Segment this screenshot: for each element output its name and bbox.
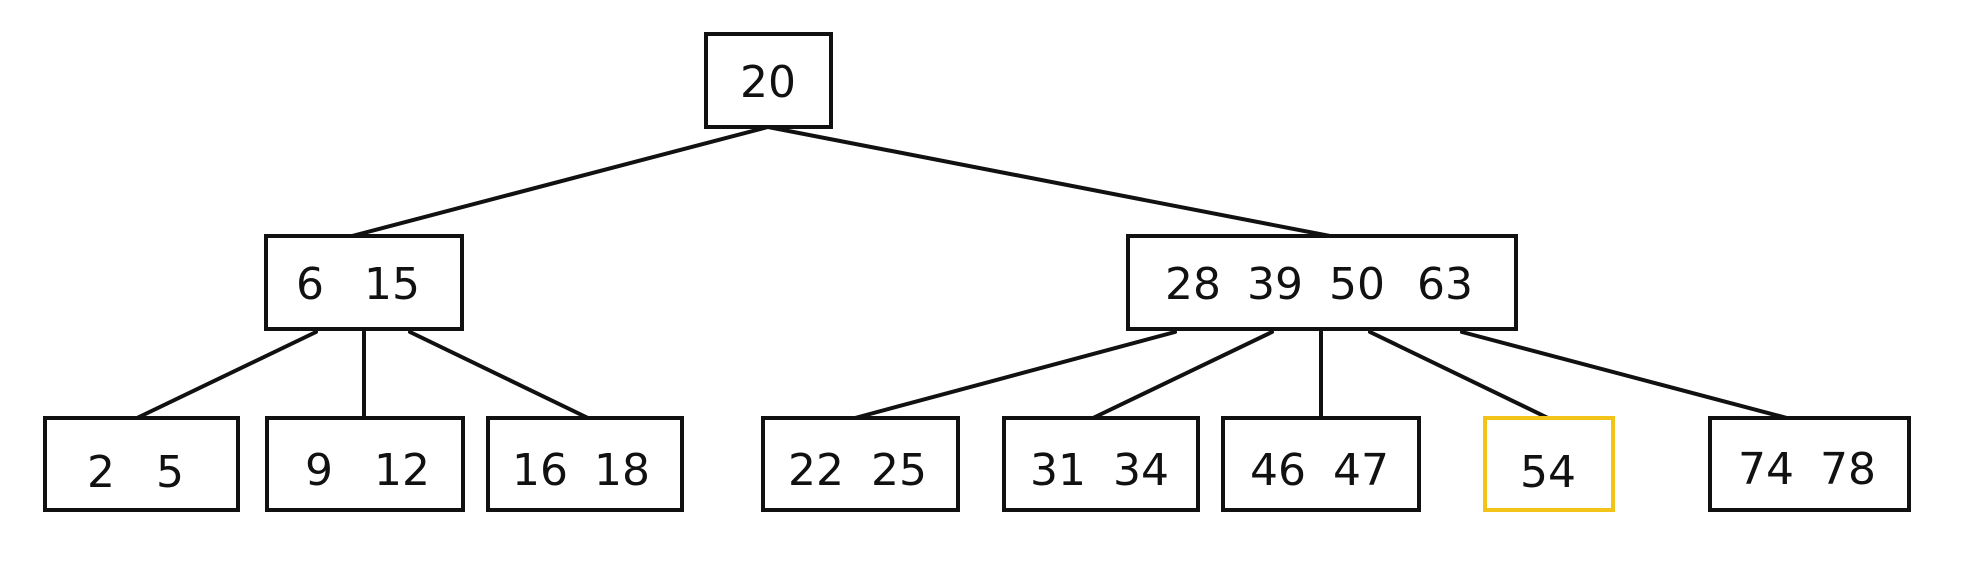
node-key: 34 — [1113, 445, 1169, 496]
edge-root-to-left — [350, 125, 770, 238]
root-key: 20 — [740, 57, 796, 108]
edges — [135, 125, 1789, 420]
leaf-node: 22 25 — [761, 416, 960, 512]
node-key: 25 — [871, 445, 927, 496]
node-key: 39 — [1247, 259, 1303, 310]
leaf-node-box — [486, 416, 684, 512]
leaf-node-box-highlighted — [1483, 416, 1615, 512]
node-key: 18 — [594, 445, 650, 496]
node-key: 22 — [788, 445, 844, 496]
leaf-node: 9 12 — [265, 416, 465, 512]
node-key: 47 — [1333, 445, 1389, 496]
leaf-node-box — [1221, 416, 1421, 512]
node-key: 54 — [1520, 447, 1576, 498]
node-key: 74 — [1738, 444, 1794, 495]
leaf-node: 46 47 — [1221, 416, 1421, 512]
root-node: 20 — [704, 32, 833, 129]
root-node-box — [704, 32, 833, 129]
edge-right-to-leaf-8 — [1460, 330, 1789, 420]
node-key: 28 — [1165, 259, 1221, 310]
leaf-node: 31 34 — [1002, 416, 1200, 512]
node-key: 2 — [87, 447, 115, 498]
leaf-node: 74 78 — [1708, 416, 1911, 512]
internal-node-left: 6 15 — [264, 234, 464, 331]
leaf-node-box — [1708, 416, 1911, 512]
node-key: 9 — [305, 445, 333, 496]
edge-left-to-leaf-3 — [408, 330, 590, 420]
leaf-node-box — [761, 416, 960, 512]
node-key: 15 — [364, 259, 420, 310]
node-key: 78 — [1820, 444, 1876, 495]
node-key: 12 — [374, 445, 430, 496]
node-key: 46 — [1250, 445, 1306, 496]
leaf-node-highlighted: 54 — [1483, 416, 1615, 512]
node-key: 63 — [1417, 259, 1473, 310]
node-key: 6 — [296, 259, 324, 310]
leaf-node-box — [265, 416, 465, 512]
node-key: 50 — [1329, 259, 1385, 310]
leaf-node: 2 5 — [43, 416, 240, 512]
internal-node-right-box — [1126, 234, 1518, 331]
edge-right-to-leaf-4 — [853, 330, 1177, 420]
internal-node-left-box — [264, 234, 464, 331]
edge-right-to-leaf-5 — [1091, 330, 1274, 420]
edge-left-to-leaf-1 — [135, 330, 318, 420]
node-key: 16 — [512, 445, 568, 496]
internal-node-right: 28 39 50 63 — [1126, 234, 1518, 331]
leaf-node: 16 18 — [486, 416, 684, 512]
node-key: 5 — [156, 447, 184, 498]
leaf-node-box — [43, 416, 240, 512]
edge-right-to-leaf-7 — [1368, 330, 1550, 420]
edge-root-to-right — [766, 125, 1332, 238]
node-key: 31 — [1030, 445, 1086, 496]
leaf-node-box — [1002, 416, 1200, 512]
